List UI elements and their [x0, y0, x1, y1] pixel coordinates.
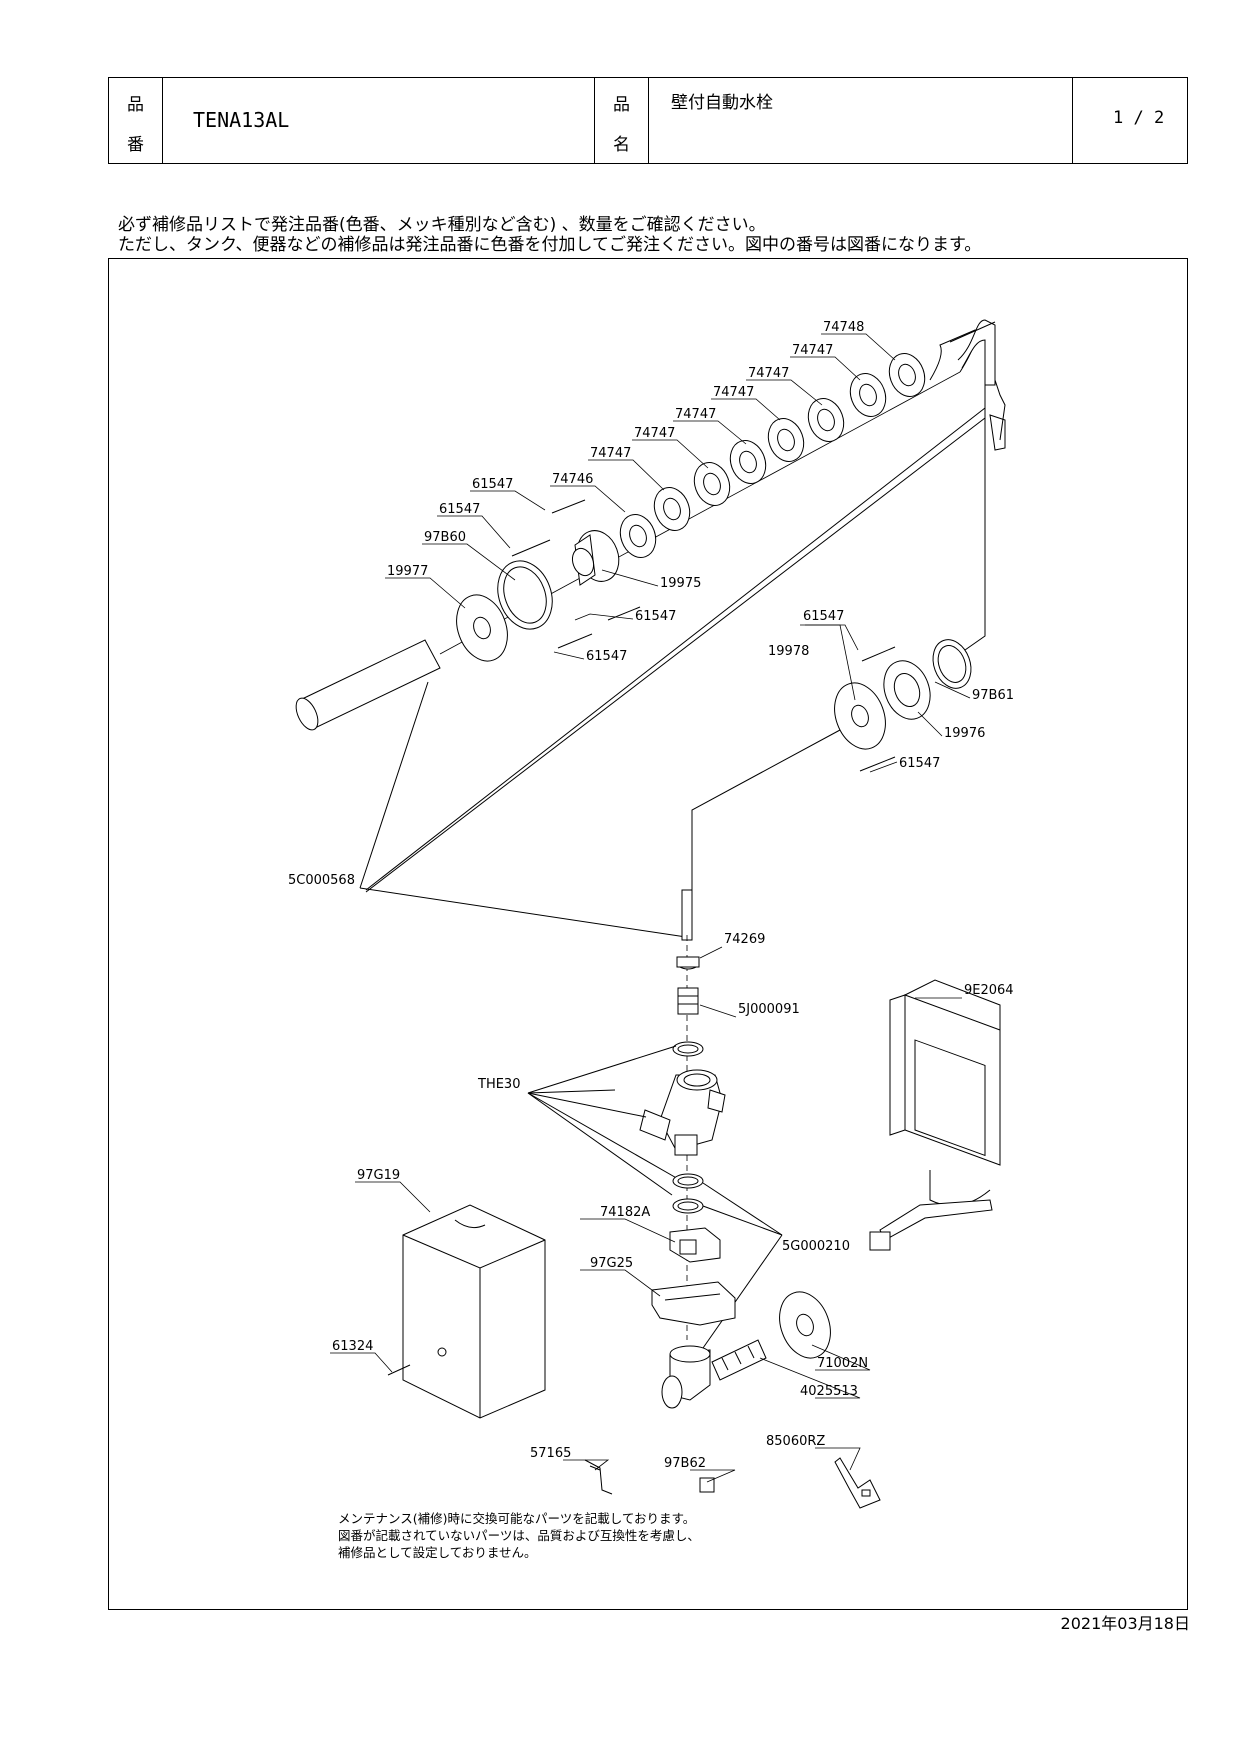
label-5J000091: 5J000091 [738, 1002, 800, 1017]
o-ring-upper [672, 1041, 704, 1057]
mount-flange-19975 [571, 530, 620, 586]
label-97B60: 97B60 [424, 530, 466, 545]
diagram-frame [108, 258, 1188, 1610]
name-label-cell: 品 名 [595, 78, 649, 163]
leader-THE30 [527, 1045, 681, 1196]
page-cell: 1 / 2 [1073, 78, 1187, 163]
name-label-bottom: 名 [613, 135, 630, 155]
flange-19976 [883, 660, 931, 720]
clip-74182A [669, 1227, 721, 1263]
label-97B61: 97B61 [972, 688, 1014, 703]
o-ring-lower-1 [672, 1173, 704, 1189]
name-label-top: 品 [613, 95, 630, 115]
part-no-label-cell: 品 番 [109, 78, 163, 163]
label-74747-4: 74747 [675, 407, 716, 422]
label-61547-1: 61547 [472, 477, 513, 492]
label-74182A: 74182A [600, 1205, 650, 1220]
footnote-line-3: 補修品として設定しておりません。 [338, 1545, 537, 1560]
part-labels: 74748 74747 74747 74747 74747 74747 7474… [288, 320, 1014, 1471]
label-97G25: 97G25 [590, 1256, 633, 1271]
cover-box-97G19 [402, 1204, 546, 1419]
cap-97B62 [699, 1477, 715, 1493]
nipple-4025513 [711, 1339, 767, 1381]
label-57165: 57165 [530, 1446, 571, 1461]
label-THE30: THE30 [477, 1077, 520, 1092]
label-19977: 19977 [387, 564, 428, 579]
spout-tube [295, 319, 1006, 731]
label-74747-5: 74747 [634, 426, 675, 441]
cover-19978 [834, 682, 886, 750]
footnote-line-2: 図番が記載されていないパーツは、品質および互換性を考慮し、 [338, 1528, 700, 1543]
label-19975: 19975 [660, 576, 701, 591]
label-71002N: 71002N [817, 1356, 868, 1371]
screw-61324 [387, 1364, 411, 1376]
part-no-cell: TENA13AL [163, 78, 595, 163]
label-74747-1: 74747 [792, 343, 833, 358]
part-number: TENA13AL [193, 108, 290, 132]
label-97G19: 97G19 [357, 1168, 400, 1183]
label-19978: 19978 [768, 644, 809, 659]
label-leaders [330, 333, 971, 1483]
label-5C000568: 5C000568 [288, 873, 355, 888]
label-61547-5: 61547 [803, 609, 844, 624]
header-table: 品 番 TENA13AL 品 名 壁付自動水栓 1 / 2 [108, 77, 1188, 164]
label-74269: 74269 [724, 932, 765, 947]
label-74746: 74746 [552, 472, 593, 487]
star-washers [619, 353, 926, 558]
seal-ring-97B60 [497, 560, 553, 630]
tee-fitting [661, 1345, 711, 1409]
label-85060RZ: 85060RZ [766, 1434, 825, 1449]
key-85060RZ [834, 1457, 881, 1509]
seal-ring-97B61 [932, 639, 972, 689]
label-74747-6: 74747 [590, 446, 631, 461]
nut-74269 [676, 956, 700, 970]
clip-57165 [584, 1459, 613, 1495]
label-61324: 61324 [332, 1339, 373, 1354]
name-cell: 壁付自動水栓 [649, 78, 1073, 163]
screws-61547 [511, 499, 896, 772]
label-5G000210: 5G000210 [782, 1239, 850, 1254]
valve-THE30 [639, 1069, 726, 1156]
product-name: 壁付自動水栓 [671, 93, 773, 113]
notice-line-2: ただし、タンク、便器などの補修品は発注品番に色番を付加してご発注ください。図中の… [118, 235, 982, 255]
label-4025513: 4025513 [800, 1384, 858, 1399]
maintenance-footnote: メンテナンス(補修)時に交換可能なパーツを記載しております。 図番が記載されてい… [338, 1510, 700, 1561]
controller-9E2064 [869, 979, 1001, 1251]
label-74748: 74748 [823, 320, 864, 335]
cover-19977 [456, 594, 508, 662]
footnote-line-1: メンテナンス(補修)時に交換可能なパーツを記載しております。 [338, 1511, 696, 1526]
label-61547-4: 61547 [586, 649, 627, 664]
o-ring-lower-2 [672, 1198, 704, 1214]
bracket-97G25 [651, 1281, 736, 1326]
page-number: 1 / 2 [1113, 108, 1165, 128]
fitting-5J000091 [677, 987, 699, 1015]
part-no-label-bottom: 番 [127, 135, 144, 155]
label-61547-2: 61547 [439, 502, 480, 517]
sensor-cable [365, 380, 986, 900]
part-no-label-top: 品 [127, 95, 144, 115]
label-61547-6: 61547 [899, 756, 940, 771]
label-74747-2: 74747 [748, 366, 789, 381]
label-19976: 19976 [944, 726, 985, 741]
label-97B62: 97B62 [664, 1456, 706, 1471]
leader-5G000210 [702, 1182, 783, 1349]
label-61547-3: 61547 [635, 609, 676, 624]
label-74747-3: 74747 [713, 385, 754, 400]
label-9E2064: 9E2064 [964, 983, 1014, 998]
cover-71002N [779, 1291, 831, 1359]
leader-5C000568 [359, 681, 687, 938]
issue-date: 2021年03月18日 [1060, 1614, 1190, 1633]
notice-line-1: 必ず補修品リストで発注品番(色番、メッキ種別など含む) 、数量をご確認ください。 [118, 215, 766, 235]
